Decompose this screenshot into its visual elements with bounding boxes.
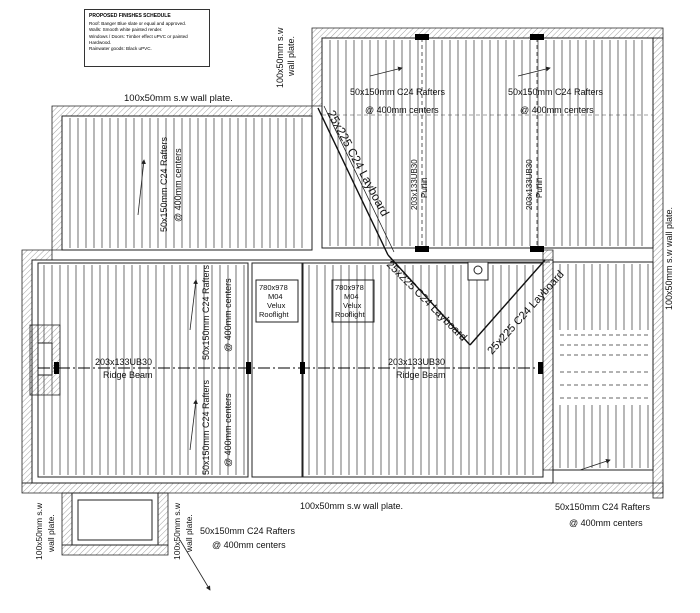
finishes-line: Rainwater goods: Black uPVC.	[89, 46, 152, 52]
wall-plate-top-label: 100x50mm s.w wall plate.	[124, 93, 233, 104]
rafters-label-right: 50x150mm C24 Rafters	[555, 502, 651, 512]
rafters-left-top	[69, 118, 303, 248]
purlins	[322, 34, 653, 252]
purlin-label-2: Purlin	[535, 178, 544, 198]
centers-label-tr1: @ 400mm centers	[365, 105, 439, 115]
wall-plate-bottom-label: 100x50mm s.w wall plate.	[300, 501, 403, 511]
layboard-label-2: 25x225 C24 Layboard	[384, 259, 469, 344]
wall-plate-bl2-1: 100x50mm s.w	[172, 502, 182, 560]
rafters-label-lt: 50x150mm C24 Rafters	[159, 136, 169, 232]
rafters-main	[43, 265, 534, 475]
right-block-dashes	[560, 334, 650, 399]
centers-label-lt: @ 400mm centers	[173, 148, 183, 222]
velux-size-1: 780x978	[259, 283, 288, 292]
centers-label-m2: @ 400mm centers	[223, 393, 233, 467]
rafters-right	[559, 264, 649, 468]
purlin-label-1: Purlin	[420, 178, 429, 198]
wall-plate-bl-2: wall plate.	[46, 514, 56, 553]
wall-plate-bl-1: 100x50mm s.w	[34, 502, 44, 560]
velux-type-2: Rooflight	[335, 310, 366, 319]
finishes-line: Walls: Smooth white painted render.	[89, 27, 163, 33]
span-arrows	[137, 66, 611, 591]
velux-code-1: M04	[268, 292, 283, 301]
finishes-schedule: PROPOSED FINISHES SCHEDULE Roof: Banger …	[84, 9, 210, 67]
wall-plate-vert-label-2: wall plate.	[286, 36, 296, 77]
rafters-label-bottom: 50x150mm C24 Rafters	[200, 526, 296, 536]
layboards	[317, 105, 550, 346]
ridge-beams	[38, 362, 543, 374]
layboard-label-1: 25x225 C24 Layboard	[324, 108, 392, 219]
finishes-line: Hardwood.	[89, 39, 112, 45]
purlin-beam-size-1: 203x133UB30	[410, 159, 419, 210]
velux-name-1: Velux	[267, 301, 286, 310]
finishes-line: Roof: Banger Blue slate or equal and app…	[89, 21, 187, 27]
centers-label-tr2: @ 400mm centers	[520, 105, 594, 115]
ridge-beam-size-2: 203x133UB30	[388, 357, 445, 367]
purlin-beam-size-2: 203x133UB30	[525, 159, 534, 210]
ridge-beam-label-1: Ridge Beam	[103, 370, 153, 380]
wall-plate-vert-label-1: 100x50mm s.w	[275, 27, 285, 88]
ridge-beam-size-1: 203x133UB30	[95, 357, 152, 367]
centers-label-bottom: @ 400mm centers	[212, 540, 286, 550]
velux-code-2: M04	[344, 292, 359, 301]
velux-name-2: Velux	[343, 301, 362, 310]
rafters-top-right	[329, 40, 643, 246]
velux-size-2: 780x978	[335, 283, 364, 292]
rafters-label-tr1: 50x150mm C24 Rafters	[350, 87, 446, 97]
velux-type-1: Rooflight	[259, 310, 290, 319]
centers-label-m1: @ 400mm centers	[223, 278, 233, 352]
wall-plate-bl2-2: wall plate.	[184, 514, 194, 553]
velux-rooflights	[255, 279, 375, 323]
centers-label-right: @ 400mm centers	[569, 518, 643, 528]
rafters-label-m2: 50x150mm C24 Rafters	[201, 379, 211, 475]
rafters-label-m1: 50x150mm C24 Rafters	[201, 264, 211, 360]
ridge-beam-label-2: Ridge Beam	[396, 370, 446, 380]
wall-plate-right-label: 100x50mm s.w wall plate.	[664, 207, 674, 310]
finishes-schedule-title: PROPOSED FINISHES SCHEDULE	[89, 13, 171, 19]
rafters-label-tr2: 50x150mm C24 Rafters	[508, 87, 604, 97]
finishes-line: Windows / Doors: Timber effect uPVC or p…	[89, 33, 188, 39]
